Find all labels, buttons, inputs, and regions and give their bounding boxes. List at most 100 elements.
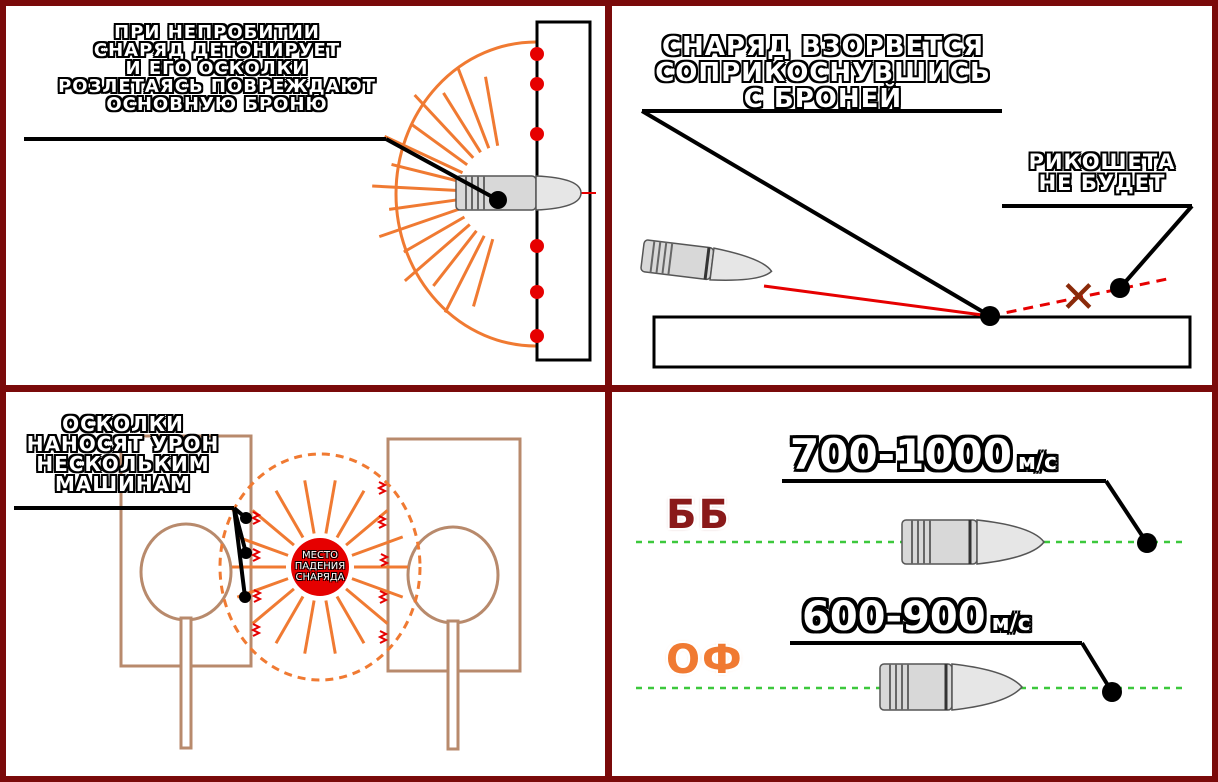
leader-dot — [489, 191, 507, 209]
ap-shell — [901, 519, 1045, 565]
fragment-ray — [324, 600, 337, 654]
hit-mark — [250, 623, 262, 637]
leader-dot — [240, 547, 252, 559]
fragment-ray — [251, 587, 295, 625]
caption-line: Рикошета — [1028, 150, 1176, 174]
impact-point-label: место падения снаряда — [284, 550, 356, 583]
he-shell — [879, 663, 1024, 711]
fragment-ray — [251, 509, 295, 547]
caption-line: и его осколки — [125, 58, 309, 79]
hit-mark — [377, 630, 389, 644]
impact-dot — [530, 127, 544, 141]
caption-line: Осколки — [62, 412, 184, 436]
non-penetration-diagram — [24, 20, 596, 362]
hit-mark — [250, 548, 262, 562]
he-leader-dot — [1102, 682, 1122, 702]
fragment-ray — [403, 215, 466, 254]
impact-point — [291, 538, 349, 596]
caption-line: нескольким — [36, 452, 210, 476]
caption-line: наносят урон — [26, 432, 220, 456]
leader-dot — [240, 512, 252, 524]
splash-diagram — [14, 434, 522, 751]
right-vehicle — [386, 437, 522, 751]
fragment-ray — [236, 535, 289, 557]
fragment-ray — [442, 92, 482, 154]
fragment-ray — [456, 67, 491, 149]
fragment-ray — [443, 235, 486, 314]
ap-speed-value: 700-1000 — [790, 430, 1012, 479]
impact-dot — [530, 285, 544, 299]
fragment-rays — [232, 480, 408, 654]
fragment-ray — [372, 184, 459, 192]
hit-mark — [250, 511, 262, 525]
hit-mark — [251, 589, 263, 603]
panel-no-ricochet: Снаряд взорвется соприкоснувшись с броне… — [612, 6, 1212, 385]
fragment-ray — [413, 93, 475, 159]
ap-leader-slant — [1104, 479, 1149, 545]
label-line: снаряда — [295, 572, 345, 583]
fragment-ray — [274, 490, 305, 539]
caption-line: соприкоснувшись — [655, 58, 991, 88]
panel-non-penetration: При непробитии снаряд детонирует и его о… — [6, 6, 605, 385]
non-penetration-caption: При непробитии снаряд детонирует и его о… — [20, 24, 414, 114]
contact-caption: Снаряд взорвется соприкоснувшись с броне… — [642, 34, 1004, 112]
he-speed-value: 600-900 — [802, 594, 986, 640]
fragment-ray — [303, 480, 316, 534]
impact-dot — [530, 47, 544, 61]
ricochet-leader-slant — [1118, 204, 1194, 290]
fragment-ray — [335, 595, 366, 644]
ricochet-caption: Рикошета не будет — [1012, 152, 1192, 194]
fragment-ray — [391, 162, 460, 183]
shell-trajectory — [763, 284, 991, 318]
leader-dot — [239, 591, 251, 603]
armor-plate — [652, 315, 1192, 369]
fragment-arc — [394, 40, 537, 348]
impact-dot — [530, 329, 544, 343]
caption-line: Снаряд взорвется — [661, 32, 985, 62]
hit-marks — [250, 481, 390, 644]
fragment-ray — [274, 595, 305, 644]
hit-mark — [376, 481, 388, 495]
hit-mark — [378, 553, 390, 567]
fragment-ray — [335, 490, 366, 539]
fragment-ray — [351, 535, 404, 557]
fragment-ray — [303, 600, 316, 654]
fragment-ray — [351, 577, 404, 599]
ricochet-path-dashed — [989, 276, 1173, 318]
velocity-diagram — [636, 479, 1182, 711]
caption-line: не будет — [1038, 171, 1166, 195]
fragment-ray — [388, 198, 459, 211]
caption-line: с броней — [743, 84, 903, 114]
fragment-ray — [345, 587, 389, 625]
left-vehicle — [119, 434, 253, 750]
caption-line: розлетаясь повреждают — [58, 76, 376, 97]
fragment-rays — [372, 67, 500, 314]
shell — [640, 239, 773, 281]
hit-mark — [376, 515, 388, 529]
impact-points — [530, 47, 544, 343]
leader-line-slant — [640, 109, 992, 318]
shell — [455, 175, 582, 211]
caption-line: машинам — [55, 472, 191, 496]
caption-line: основную броню — [106, 94, 328, 115]
caption-line: При непробитии — [114, 22, 320, 43]
fragment-ray — [324, 480, 337, 534]
fragment-ray — [472, 238, 495, 307]
he-speed-unit: м/с — [991, 611, 1031, 636]
leader-line-slant — [385, 137, 499, 202]
fragment-ray — [403, 223, 471, 283]
blast-radius — [218, 452, 422, 682]
caption-line: снаряд детонирует — [93, 40, 341, 61]
ricochet-leader-dot — [1110, 278, 1130, 298]
ap-leader-dot — [1137, 533, 1157, 553]
fragment-ray — [432, 229, 478, 287]
fragment-ray — [409, 122, 469, 166]
no-ricochet-cross-icon: ✕ — [1060, 272, 1097, 323]
ap-shell-label: ББ — [666, 492, 731, 538]
panel-splash: Осколки наносят урон нескольким машинам … — [6, 392, 605, 776]
impact-dot — [530, 77, 544, 91]
label-line: место — [302, 550, 338, 561]
